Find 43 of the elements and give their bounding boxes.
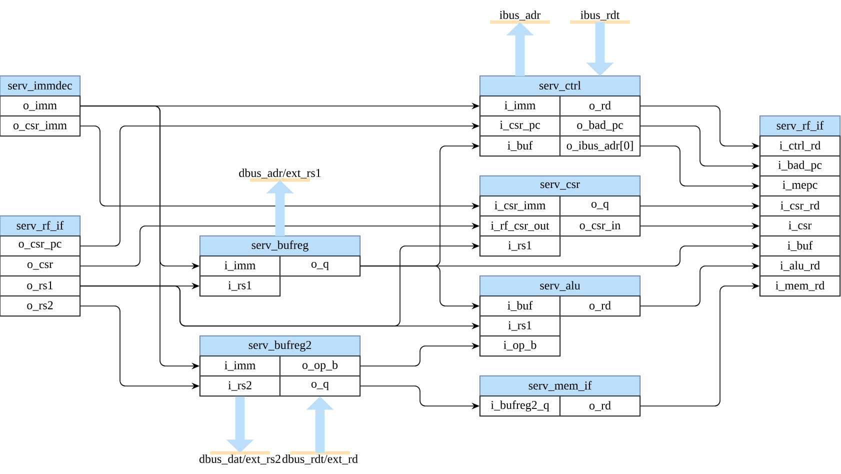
port-cell: i_rf_csr_out xyxy=(480,216,560,236)
signal-label: dbus_rdt/ext_rd xyxy=(282,451,358,464)
port-cell: i_imm xyxy=(200,256,280,276)
signal-label: ibus_rdt xyxy=(570,10,630,24)
port-cell: i_mem_rd xyxy=(760,276,840,296)
port-cell: o_q xyxy=(280,376,360,396)
port-cell: o_csr_pc xyxy=(0,236,80,256)
port-cell: o_q xyxy=(280,256,360,276)
port-cell: i_buf xyxy=(760,236,840,256)
port-cell: i_bad_pc xyxy=(760,156,840,176)
port-cell: i_csr_imm xyxy=(480,196,560,216)
port-cell: i_csr_pc xyxy=(480,116,560,136)
port-cell: o_ibus_adr[0] xyxy=(560,136,640,156)
port-cell: i_buf xyxy=(480,296,560,316)
port-cell: o_csr_imm xyxy=(0,116,80,136)
signal-label: ibus_adr xyxy=(490,10,550,24)
port-cell: i_imm xyxy=(200,356,280,376)
port-cell: i_mepc xyxy=(760,176,840,196)
port-cell: i_op_b xyxy=(480,336,560,356)
signal-label: dbus_dat/ext_rs2 xyxy=(199,451,280,464)
port-cell: i_imm xyxy=(480,96,560,116)
port-cell: o_rs2 xyxy=(0,296,80,316)
port-cell: o_rs1 xyxy=(0,276,80,296)
port-cell: o_rd xyxy=(560,96,640,116)
port-cell: i_csr_rd xyxy=(760,196,840,216)
port-cell: o_op_b xyxy=(280,356,360,376)
port-cell: o_q xyxy=(560,196,640,216)
port-cell: i_csr xyxy=(760,216,840,236)
port-cell: i_rs1 xyxy=(480,236,560,256)
port-cell: i_bufreg2_q xyxy=(480,396,560,416)
port-cell: i_rs2 xyxy=(200,376,280,396)
signal-label: dbus_adr/ext_rs1 xyxy=(239,168,321,182)
port-cell: i_rs1 xyxy=(480,316,560,336)
port-cell: i_ctrl_rd xyxy=(760,136,840,156)
port-cell: o_rd xyxy=(560,396,640,416)
port-cell: o_csr_in xyxy=(560,216,640,236)
port-cell: i_alu_rd xyxy=(760,256,840,276)
port-cell: i_rs1 xyxy=(200,276,280,296)
port-cell: o_csr xyxy=(0,256,80,276)
port-cell: i_buf xyxy=(480,136,560,156)
port-cell: o_rd xyxy=(560,296,640,316)
port-cell: o_imm xyxy=(0,96,80,116)
port-cell: o_bad_pc xyxy=(560,116,640,136)
